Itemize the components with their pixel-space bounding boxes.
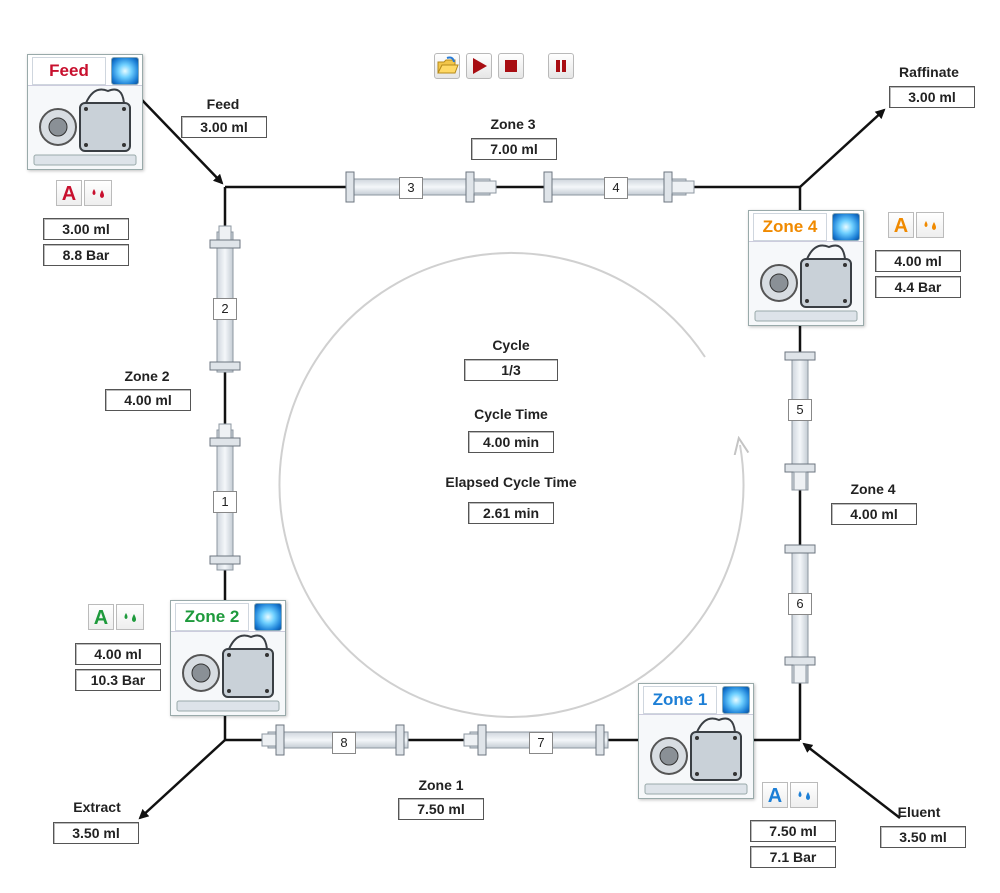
elapsed-cycle-time-label: Elapsed Cycle Time <box>445 474 577 490</box>
pump-zone2-volume: 4.00 ml <box>75 643 161 665</box>
pump-zone1-volume: 7.50 ml <box>750 820 836 842</box>
cycle-value: 1/3 <box>464 359 558 381</box>
extract-label: Extract <box>73 799 121 815</box>
pump-feed[interactable]: Feed <box>27 54 143 170</box>
play-icon <box>473 58 487 74</box>
column-label-2: 2 <box>213 298 237 320</box>
column-label-4: 4 <box>604 177 628 199</box>
pump-zone2-mode-button[interactable]: A <box>88 604 114 630</box>
pump-zone4-mode-button[interactable]: A <box>888 212 914 238</box>
open-button[interactable] <box>434 53 460 79</box>
zone1-value: 7.50 ml <box>398 798 484 820</box>
zone2-label: Zone 2 <box>124 368 170 384</box>
column-label-8: 8 <box>332 732 356 754</box>
pump-zone4[interactable]: Zone 4 <box>748 210 864 326</box>
pump-zone4-title: Zone 4 <box>753 213 827 241</box>
pump-icon <box>176 634 280 712</box>
pump-icon <box>644 717 748 795</box>
feed-stream-label: Feed <box>206 96 240 112</box>
zone2-value: 4.00 ml <box>105 389 191 411</box>
column-label-7: 7 <box>529 732 553 754</box>
zone4-value: 4.00 ml <box>831 503 917 525</box>
pump-feed-pressure: 8.8 Bar <box>43 244 129 266</box>
pump-zone2-title: Zone 2 <box>175 603 249 631</box>
zone1-label: Zone 1 <box>418 777 464 793</box>
pause-icon <box>556 60 566 72</box>
cycle-time-label: Cycle Time <box>474 406 548 422</box>
droplet-icon <box>124 613 136 622</box>
pump-zone1-pressure: 7.1 Bar <box>750 846 836 868</box>
eluent-value: 3.50 ml <box>880 826 966 848</box>
extract-arrow-icon <box>138 739 226 820</box>
led-indicator-icon[interactable] <box>832 213 860 241</box>
column-5[interactable] <box>784 351 816 491</box>
pump-zone1[interactable]: Zone 1 <box>638 683 754 799</box>
cycle-label: Cycle <box>492 337 530 353</box>
pump-zone1-droplet-button[interactable] <box>790 782 818 808</box>
zone3-label: Zone 3 <box>490 116 536 132</box>
pump-zone4-volume: 4.00 ml <box>875 250 961 272</box>
extract-value: 3.50 ml <box>53 822 139 844</box>
elapsed-cycle-time-value: 2.61 min <box>468 502 554 524</box>
led-indicator-icon[interactable] <box>254 603 282 631</box>
pump-feed-title: Feed <box>32 57 106 85</box>
pump-feed-volume: 3.00 ml <box>43 218 129 240</box>
stop-icon <box>505 60 517 72</box>
feed-stream-value: 3.00 ml <box>181 116 267 138</box>
column-label-1: 1 <box>213 491 237 513</box>
pump-feed-droplet-button[interactable] <box>84 180 112 206</box>
pump-zone4-pressure: 4.4 Bar <box>875 276 961 298</box>
led-indicator-icon[interactable] <box>111 57 139 85</box>
zone4-label: Zone 4 <box>850 481 896 497</box>
column-label-5: 5 <box>788 399 812 421</box>
cycle-arrow-icon <box>278 251 743 718</box>
run-button[interactable] <box>466 53 492 79</box>
raffinate-arrow-icon <box>799 108 886 188</box>
folder-open-icon <box>437 56 459 74</box>
feed-arrow-icon <box>141 99 224 185</box>
stop-button[interactable] <box>498 53 524 79</box>
droplet-icon <box>798 791 810 800</box>
pump-zone4-droplet-button[interactable] <box>916 212 944 238</box>
pump-zone2-pressure: 10.3 Bar <box>75 669 161 691</box>
column-label-6: 6 <box>788 593 812 615</box>
pause-button[interactable] <box>548 53 574 79</box>
zone3-value: 7.00 ml <box>471 138 557 160</box>
pump-zone1-mode-button[interactable]: A <box>762 782 788 808</box>
pump-zone2[interactable]: Zone 2 <box>170 600 286 716</box>
pump-zone1-title: Zone 1 <box>643 686 717 714</box>
pump-zone2-droplet-button[interactable] <box>116 604 144 630</box>
droplet-icon <box>924 221 936 230</box>
led-indicator-icon[interactable] <box>722 686 750 714</box>
eluent-label: Eluent <box>897 804 941 820</box>
pump-icon <box>754 244 858 322</box>
eluent-arrow-icon <box>802 742 901 819</box>
pump-icon <box>33 88 137 166</box>
droplet-icon <box>92 189 104 198</box>
cycle-time-value: 4.00 min <box>468 431 554 453</box>
column-label-3: 3 <box>399 177 423 199</box>
raffinate-value: 3.00 ml <box>889 86 975 108</box>
raffinate-label: Raffinate <box>899 64 959 80</box>
pump-feed-mode-button[interactable]: A <box>56 180 82 206</box>
